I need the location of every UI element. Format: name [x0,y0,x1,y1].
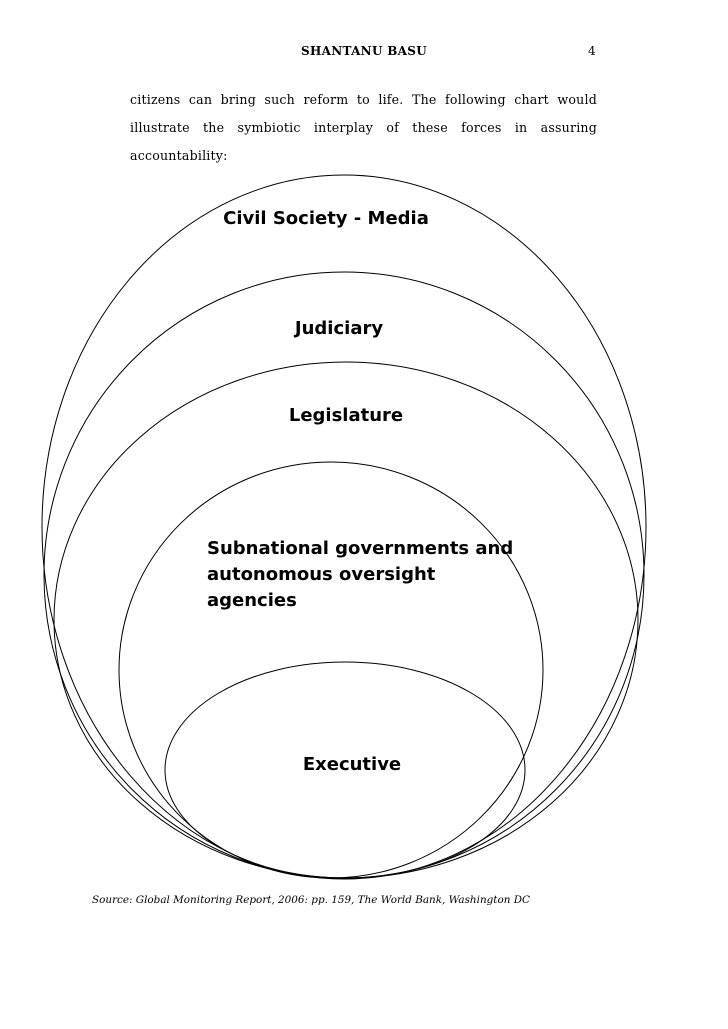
ellipse-subnational-governments [118,461,544,879]
label-executive: Executive [303,754,401,775]
page-number: 4 [588,44,596,58]
label-subnational-line-2: autonomous oversight [207,564,436,585]
ellipse-legislature [53,361,639,879]
source-citation: Source: Global Monitoring Report, 2006: … [92,894,530,906]
label-civil-society-media: Civil Society - Media [223,208,429,229]
ellipse-executive [164,661,526,879]
label-judiciary: Judiciary [293,318,383,339]
label-subnational-line-1: Subnational governments and [207,538,513,559]
ellipse-civil-society-media [41,174,647,880]
label-subnational-line-3: agencies [207,590,297,611]
label-legislature: Legislature [289,405,403,426]
body-paragraph: citizens can bring such reform to life. … [130,92,597,163]
running-header-author: SHANTANU BASU [301,44,427,58]
